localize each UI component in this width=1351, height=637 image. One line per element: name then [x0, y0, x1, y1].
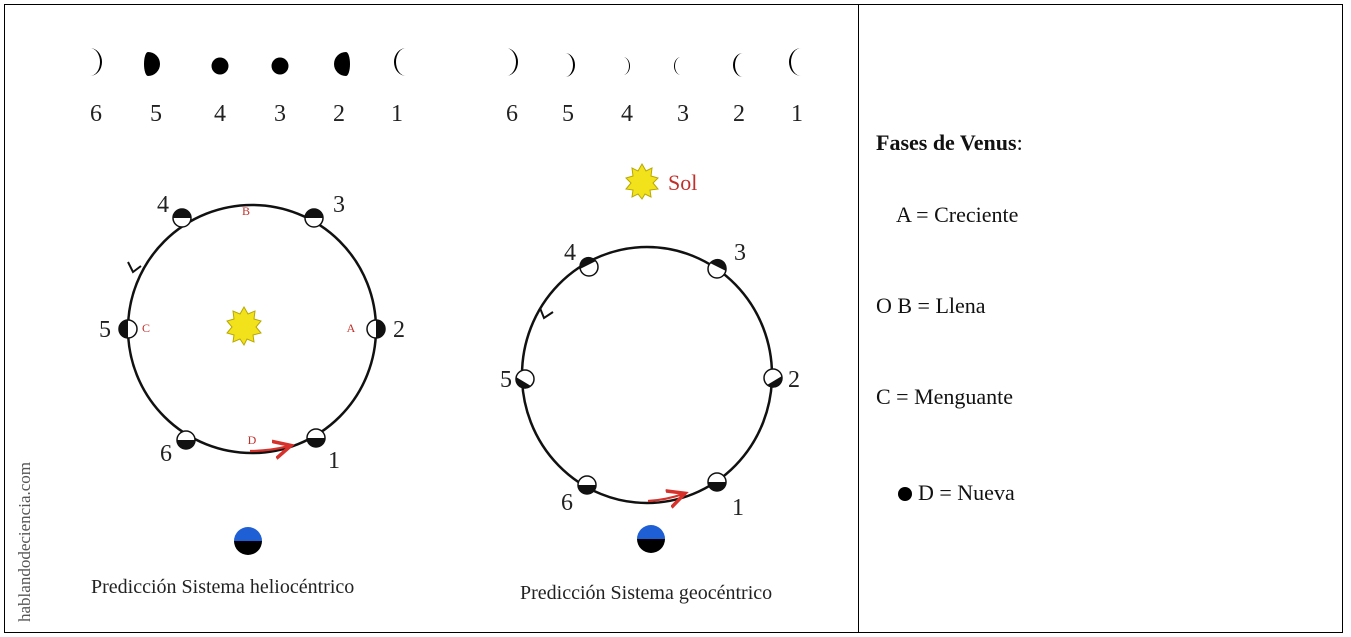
geo-phase-icon-3 — [674, 57, 681, 75]
helio-letter-c: C — [142, 321, 150, 335]
geo-phase-icons — [506, 48, 801, 77]
helio-earth — [234, 527, 262, 555]
helio-phase-icon-1 — [394, 48, 406, 76]
helio-phase-icons — [90, 48, 406, 76]
geo-phase-icon-5 — [565, 53, 575, 77]
helio-orbit-number: 1 — [328, 448, 340, 474]
helio-caption: Predicción Sistema heliocéntrico — [91, 576, 354, 598]
watermark: hablandodeciencia.com — [15, 462, 34, 622]
legend-title-row: Fases de Venus: — [876, 130, 1023, 156]
geo-top-number: 4 — [621, 101, 633, 127]
legend-title-colon: : — [1016, 130, 1023, 155]
helio-venus-2 — [366, 319, 386, 339]
helio-orbit-number: 4 — [157, 192, 169, 218]
geo-earth — [637, 525, 665, 553]
geo-orbit-number: 3 — [734, 240, 746, 266]
helio-red-arrow — [249, 446, 289, 451]
helio-phase-icon-3 — [271, 57, 289, 75]
geo-top-number: 2 — [733, 101, 745, 127]
geo-phase-icon-6 — [506, 48, 518, 76]
helio-top-number: 5 — [150, 101, 162, 127]
helio-top-number: 6 — [90, 101, 102, 127]
geo-top-number: 1 — [791, 101, 803, 127]
legend-item-creciente: A = Creciente — [896, 202, 1019, 227]
geo-orbit-arrow — [539, 307, 554, 320]
helio-top-number: 4 — [214, 101, 226, 127]
helio-venus-positions — [118, 208, 386, 450]
helio-letter-a: A — [347, 321, 356, 335]
geo-top-number: 6 — [506, 101, 518, 127]
helio-orbit-number: 3 — [333, 192, 345, 218]
geo-orbit-number: 1 — [732, 495, 744, 521]
geo-orbit-number: 2 — [788, 367, 800, 393]
table-frame — [4, 4, 1343, 633]
helio-orbit-arrow — [127, 261, 142, 274]
geo-caption: Predicción Sistema geocéntrico — [520, 582, 772, 604]
geo-venus-5 — [515, 369, 535, 389]
geo-sun — [625, 162, 659, 200]
geo-venus-1 — [707, 472, 727, 492]
geo-phase-icon-4 — [623, 57, 630, 75]
geo-venus-6 — [577, 475, 597, 495]
helio-venus-4 — [172, 208, 192, 228]
helio-phase-icon-5 — [144, 52, 160, 76]
geo-phase-icon-2 — [733, 53, 743, 77]
geo-venus-positions — [515, 256, 783, 495]
helio-venus-6 — [176, 430, 196, 450]
geo-orbit-number: 5 — [500, 367, 512, 393]
helio-orbit-number: 6 — [160, 441, 172, 467]
venus-phases-figure: hablandodeciencia.com 6 5 4 3 2 1 — [8, 10, 856, 630]
geo-venus-4 — [579, 256, 599, 277]
helio-top-number: 3 — [274, 101, 286, 127]
geo-orbit-number: 4 — [564, 240, 576, 266]
legend-item-nueva: D = Nueva — [918, 480, 1015, 505]
geo-top-number: 3 — [677, 101, 689, 127]
helio-venus-5 — [118, 319, 138, 339]
geo-venus-2 — [763, 368, 783, 388]
geo-top-number: 5 — [562, 101, 574, 127]
legend-item-nueva-row: D = Nueva — [898, 480, 1015, 506]
helio-letter-d: D — [248, 433, 257, 447]
helio-venus-3 — [304, 208, 324, 228]
helio-phase-icon-4 — [211, 57, 229, 75]
geo-phase-icon-1 — [789, 48, 801, 76]
geo-orbit-number: 6 — [561, 490, 573, 516]
legend-item-llena: O B = Llena — [876, 293, 986, 318]
legend-item-menguante: C = Menguante — [876, 384, 1014, 409]
geo-venus-3 — [707, 258, 727, 279]
helio-sun — [226, 305, 262, 346]
helio-phase-icon-6 — [90, 48, 102, 76]
legend-title: Fases de Venus — [876, 130, 1017, 155]
helio-venus-1 — [306, 428, 326, 448]
geo-sun-label: Sol — [668, 170, 697, 195]
helio-letter-b: B — [242, 204, 250, 218]
helio-orbit-number: 5 — [99, 317, 111, 343]
helio-phase-icon-2 — [334, 52, 350, 76]
geo-orbit — [520, 245, 774, 505]
helio-top-number: 1 — [391, 101, 403, 127]
geo-red-arrow — [647, 494, 683, 501]
helio-top-number: 2 — [333, 101, 345, 127]
helio-orbit-number: 2 — [393, 317, 405, 343]
filled-circle-icon — [898, 487, 912, 501]
table-divider — [858, 4, 859, 633]
